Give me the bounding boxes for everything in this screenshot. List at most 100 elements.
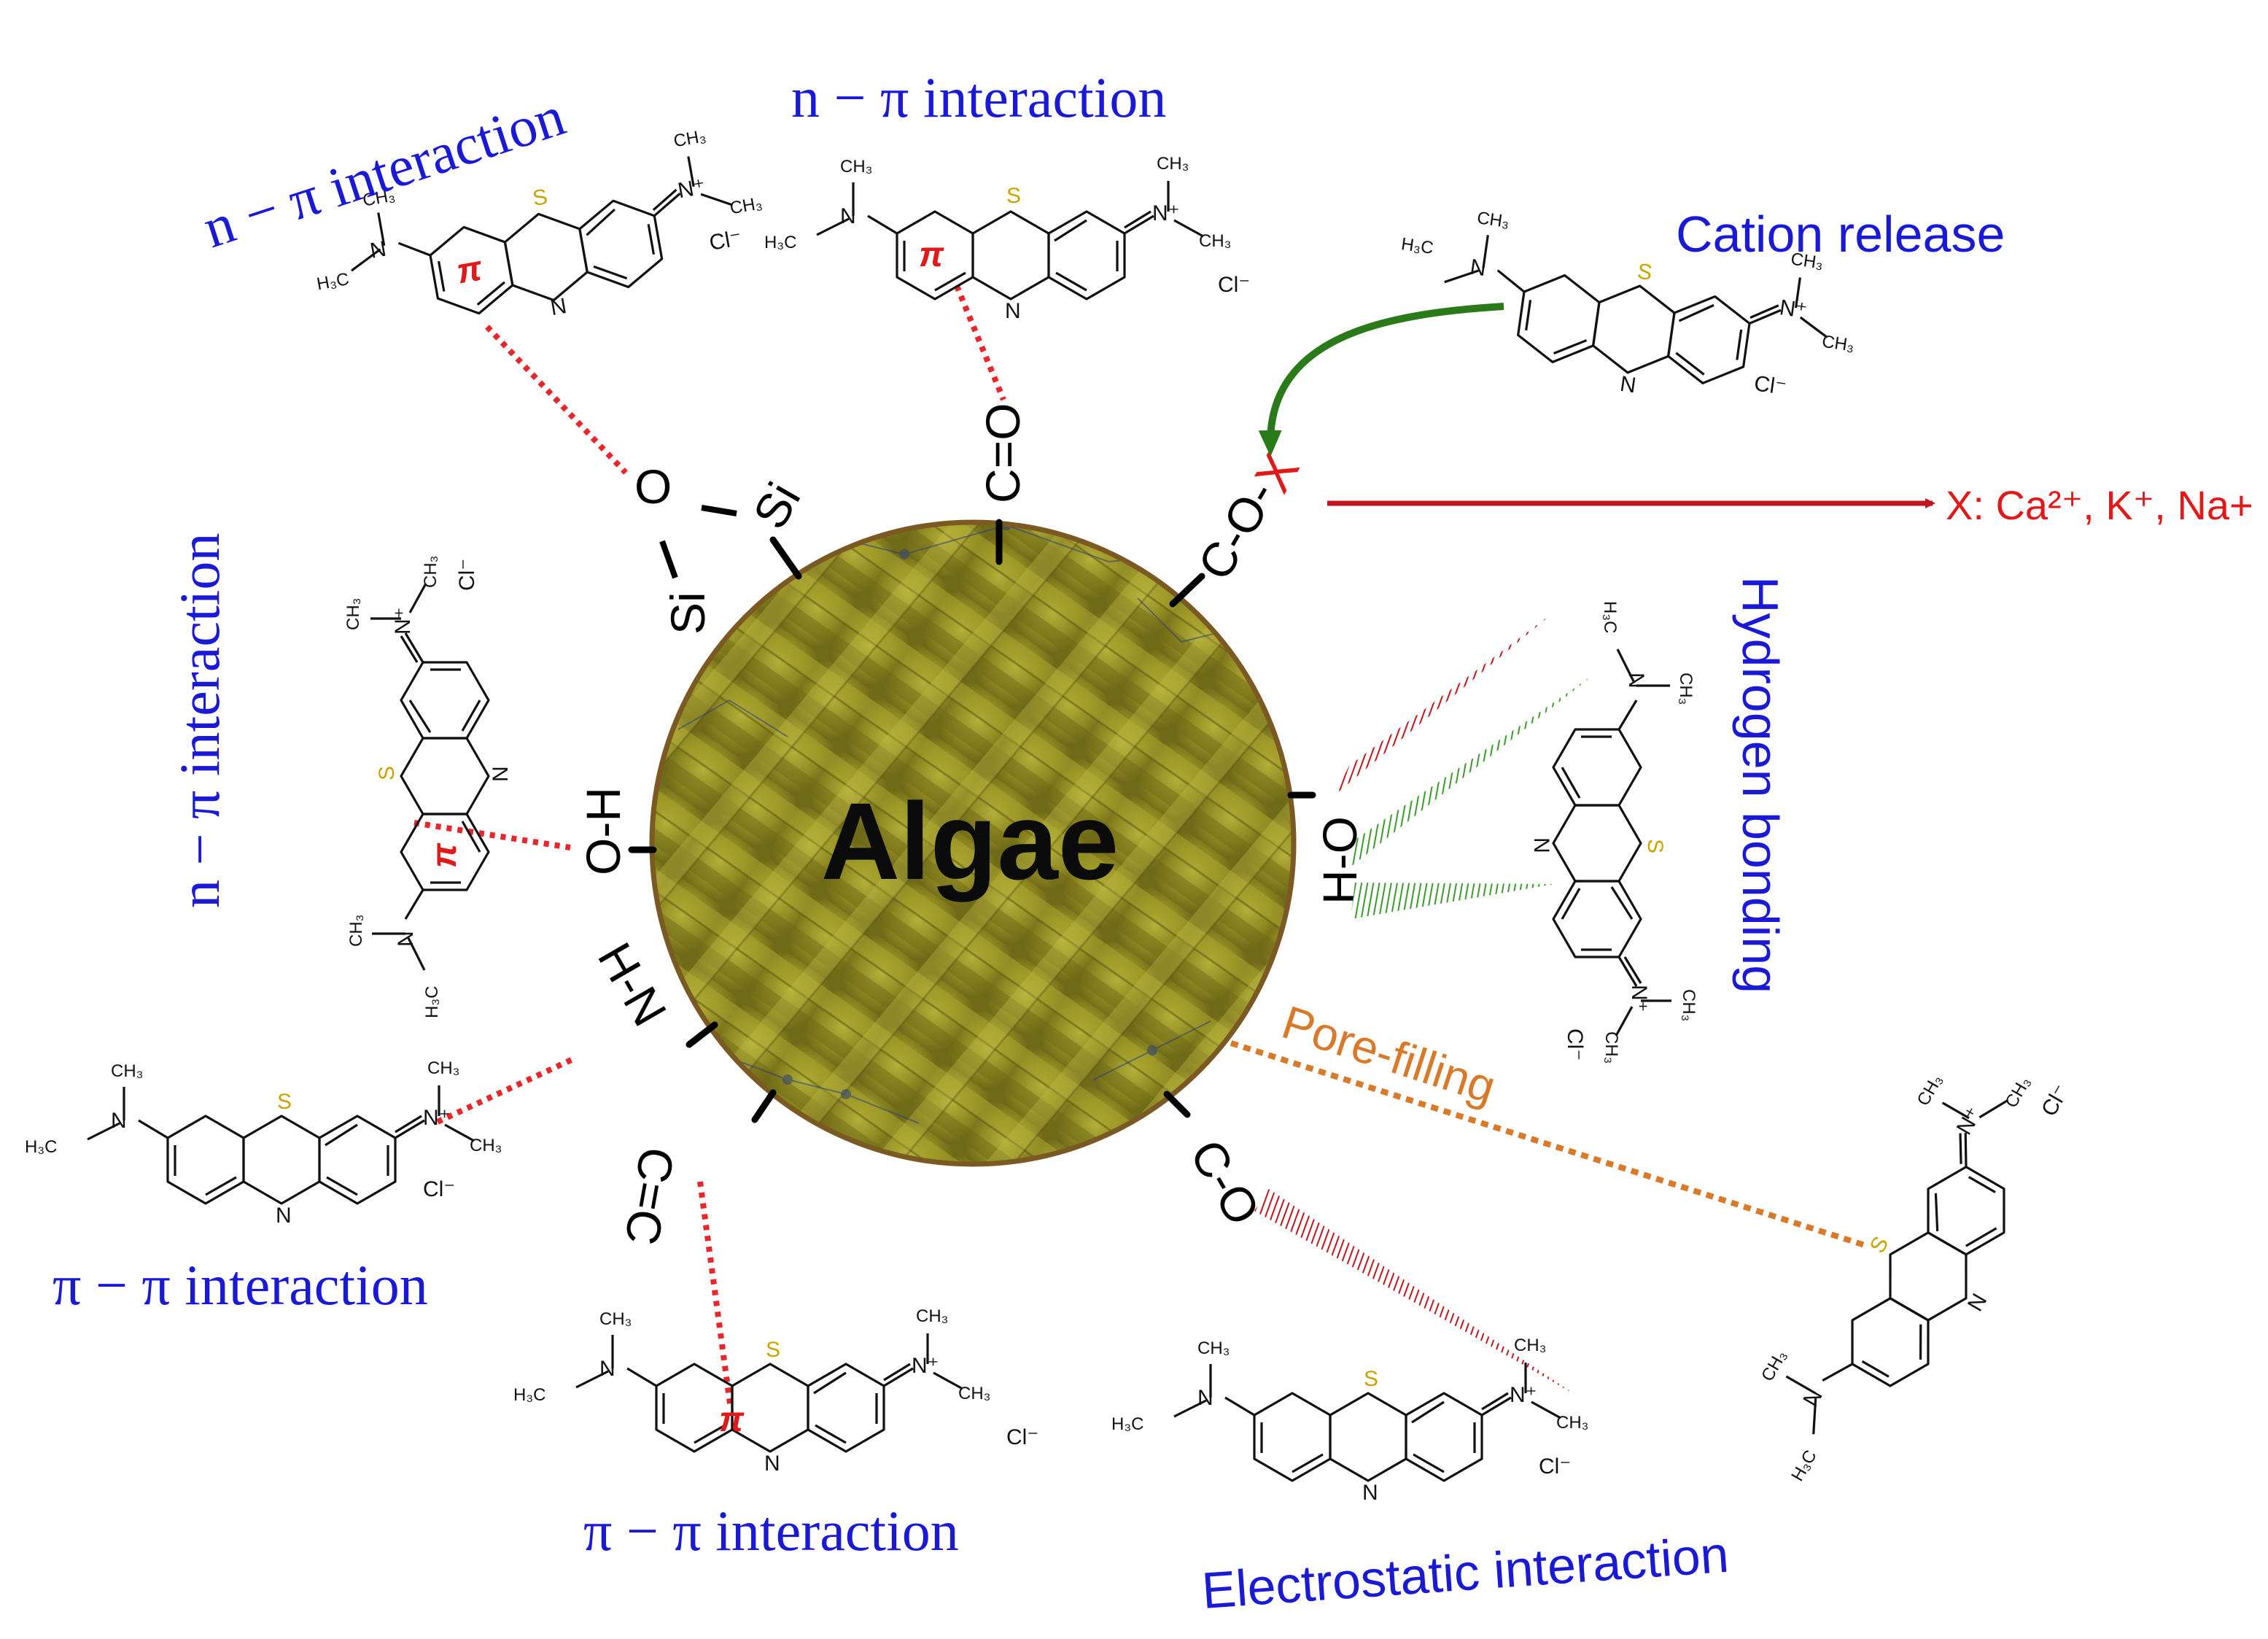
- svg-text:N: N: [1618, 372, 1637, 398]
- svg-text:N⁺: N⁺: [1510, 1383, 1537, 1407]
- svg-text:CH₃: CH₃: [840, 157, 872, 177]
- svg-text:N: N: [599, 1357, 615, 1381]
- group-o: O: [634, 460, 672, 514]
- svg-text:N⁺: N⁺: [1627, 985, 1651, 1012]
- o-si-bond-right: [701, 505, 737, 516]
- molecule-top-right: S N N N⁺ CH₃ H₃C CH₃ CH₃ Cl⁻: [1400, 208, 1855, 401]
- svg-text:CH₃: CH₃: [1476, 208, 1511, 232]
- svg-text:N: N: [276, 1204, 292, 1228]
- svg-text:S: S: [375, 766, 399, 780]
- group-c-o-top: C=O: [976, 403, 1030, 503]
- group-c-o-bottom: C-O: [1180, 1131, 1271, 1234]
- dotted-n-pi-top: [954, 284, 1006, 401]
- label-electrostatic: Electrostatic interaction: [1200, 1526, 1731, 1619]
- svg-text:S: S: [277, 1090, 292, 1114]
- label-hydrogen-bonding: Hydrogen bonding: [1732, 576, 1789, 993]
- svg-text:CH₃: CH₃: [470, 1136, 502, 1155]
- svg-text:N: N: [548, 294, 568, 320]
- svg-text:N: N: [840, 204, 856, 228]
- svg-text:N: N: [1469, 255, 1488, 282]
- svg-text:N: N: [1197, 1386, 1213, 1410]
- svg-text:CH₃: CH₃: [1199, 231, 1231, 251]
- svg-text:N: N: [1963, 1290, 1992, 1315]
- svg-text:CH₃: CH₃: [599, 1309, 632, 1329]
- svg-text:S: S: [1636, 260, 1653, 285]
- svg-text:CH₃: CH₃: [729, 193, 764, 218]
- svg-text:N⁺: N⁺: [391, 608, 415, 635]
- label-n-pi-left: n − π interaction: [168, 533, 231, 908]
- svg-text:H₃C: H₃C: [1111, 1414, 1143, 1434]
- electrostatic-wedge: [1254, 1189, 1575, 1395]
- label-cations: X: Ca²⁺, K⁺, Na+: [1946, 482, 2253, 528]
- svg-text:H₃C: H₃C: [1600, 601, 1620, 633]
- svg-text:CH₃: CH₃: [1676, 673, 1696, 705]
- molecule-bottom-center: S N N N⁺ CH₃ H₃C CH₃ CH₃ Cl⁻ π: [513, 1306, 1038, 1476]
- o-si-bond-left: [659, 540, 678, 579]
- molecule-right-vertical: S N N N⁺ CH₃ H₃C CH₃ CH₃ Cl⁻: [1529, 601, 1698, 1063]
- svg-text:Cl⁻: Cl⁻: [455, 559, 479, 591]
- svg-text:CH₃: CH₃: [1556, 1413, 1588, 1433]
- svg-text:Cl⁻: Cl⁻: [1752, 371, 1787, 400]
- group-o-h-left: O-H: [576, 787, 630, 875]
- svg-text:S: S: [1643, 839, 1667, 853]
- label-n-pi-top: n − π interaction: [791, 66, 1166, 129]
- svg-text:CH₃: CH₃: [1758, 1347, 1791, 1385]
- label-pi-pi-left: π − π interaction: [53, 1253, 428, 1317]
- svg-text:CH₃: CH₃: [427, 1058, 459, 1078]
- svg-text:N: N: [764, 1452, 780, 1476]
- svg-text:CH₃: CH₃: [1914, 1072, 1947, 1109]
- group-h-n: H-N: [588, 934, 677, 1035]
- h-bond-wedge-red: [1335, 613, 1553, 795]
- dotted-n-pi-left: [413, 820, 571, 851]
- svg-text:CH₃: CH₃: [1790, 249, 1825, 274]
- label-pore-filling: Pore-filling: [1276, 996, 1502, 1114]
- svg-text:CH₃: CH₃: [1514, 1336, 1546, 1355]
- svg-text:N⁺: N⁺: [1952, 1103, 1987, 1139]
- svg-text:H₃C: H₃C: [1787, 1446, 1821, 1484]
- molecule-electrostatic: S N N N⁺ CH₃ H₃C CH₃ CH₃ Cl⁻: [1111, 1336, 1588, 1505]
- svg-text:N⁺: N⁺: [1152, 201, 1180, 225]
- svg-text:Cl⁻: Cl⁻: [1218, 273, 1250, 297]
- svg-text:CH₃: CH₃: [1197, 1338, 1230, 1358]
- svg-text:CH₃: CH₃: [672, 126, 707, 151]
- green-curved-arrow: [1258, 303, 1504, 457]
- molecule-pore-filling: S N N N⁺ CH₃ H₃C CH₃ CH₃ Cl⁻: [1758, 1071, 2074, 1484]
- svg-text:S: S: [531, 185, 549, 211]
- svg-text:Cl⁻: Cl⁻: [1563, 1028, 1587, 1061]
- surface-bonds: [628, 519, 1316, 1123]
- svg-text:π: π: [919, 236, 944, 274]
- svg-text:N⁺: N⁺: [912, 1354, 939, 1378]
- algae-particle: Algae: [649, 519, 1297, 1167]
- svg-text:Cl⁻: Cl⁻: [707, 226, 743, 255]
- svg-text:N⁺: N⁺: [1778, 295, 1809, 323]
- svg-text:CH₃: CH₃: [1157, 154, 1189, 174]
- group-c-c: C=C: [615, 1144, 685, 1249]
- svg-text:π: π: [425, 842, 464, 868]
- svg-text:CH₃: CH₃: [111, 1061, 143, 1081]
- group-si-left: Si: [661, 592, 715, 635]
- label-cation-release: Cation release: [1676, 206, 2005, 263]
- svg-text:Cl⁻: Cl⁻: [423, 1177, 455, 1201]
- h-bond-wedge-green-1: [1349, 675, 1593, 868]
- svg-text:H₃C: H₃C: [513, 1385, 545, 1405]
- svg-text:CH₃: CH₃: [346, 915, 366, 947]
- svg-text:S: S: [1006, 184, 1021, 208]
- molecule-left: S N N N⁺ CH₃ H₃C CH₃ CH₃ Cl⁻ π: [343, 556, 513, 1018]
- svg-text:Cl⁻: Cl⁻: [1006, 1425, 1038, 1449]
- svg-text:H₃C: H₃C: [315, 269, 350, 294]
- h-bond-wedge-green-2: [1351, 883, 1555, 919]
- svg-text:H₃C: H₃C: [422, 986, 442, 1018]
- svg-text:CH₃: CH₃: [421, 556, 440, 588]
- svg-text:S: S: [1865, 1233, 1894, 1258]
- svg-text:Cl⁻: Cl⁻: [1539, 1454, 1571, 1479]
- svg-text:N⁺: N⁺: [423, 1106, 451, 1130]
- label-pi-pi-bottom: π − π interaction: [583, 1499, 959, 1562]
- svg-text:N⁺: N⁺: [676, 174, 707, 203]
- svg-text:N: N: [111, 1109, 127, 1133]
- svg-text:Cl⁻: Cl⁻: [2037, 1080, 2074, 1120]
- algae-label: Algae: [821, 780, 1119, 902]
- svg-text:CH₃: CH₃: [343, 598, 363, 630]
- interaction-lines: [413, 284, 1935, 1410]
- dotted-n-pi-top-left: [485, 325, 628, 475]
